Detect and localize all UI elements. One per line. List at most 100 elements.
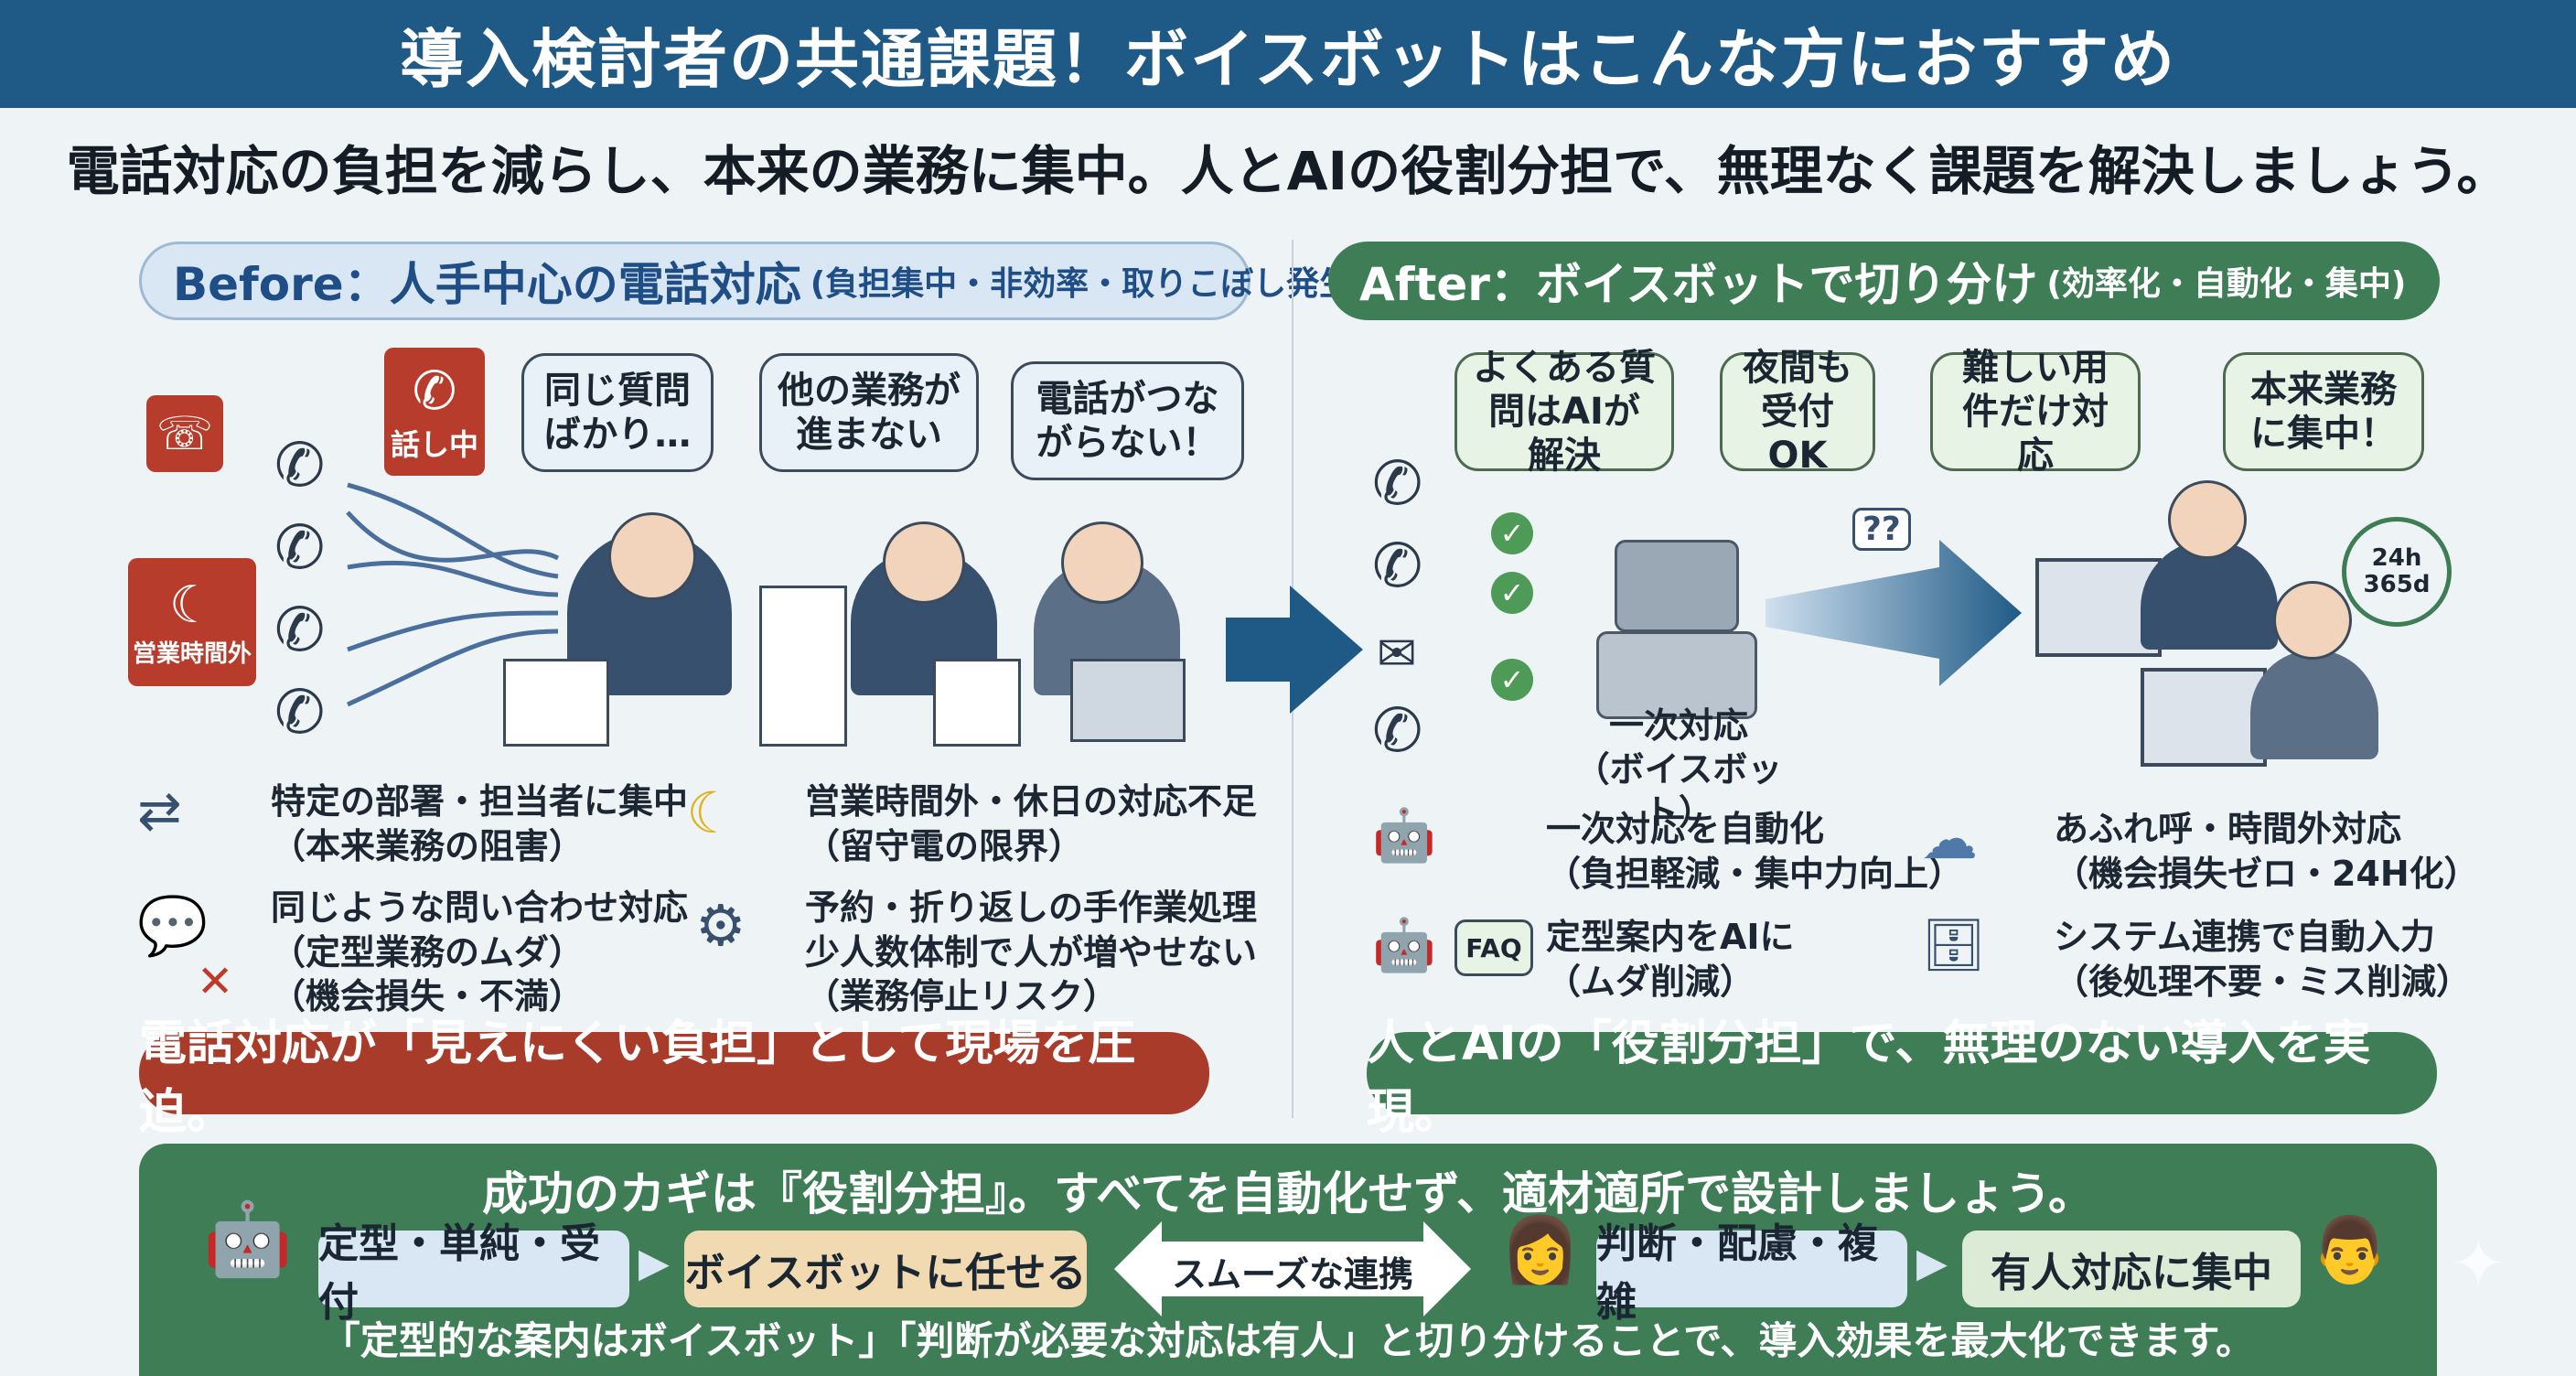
human-focus-chip: 有人対応に集中 [1962, 1231, 2301, 1307]
cloud-icon: ☁ [1921, 805, 1978, 872]
judgement-tasks-chip: 判断・配慮・複雑 [1596, 1220, 1907, 1326]
feature-title: 予約・折り返しの手作業処理 [805, 887, 1258, 928]
person-arrows-icon: ⇄ [137, 779, 182, 842]
check-icon: ✓ [1491, 659, 1533, 701]
call-arrow [347, 482, 559, 579]
chevron-right-icon: ▶ [1916, 1240, 1948, 1286]
before-heading-sub: (負担集中・非効率・取りこぼし発生) [810, 265, 1368, 303]
before-feature: 予約・折り返しの手作業処理 少人数体制で人が増やせない （業務停止リスク） [805, 886, 1257, 1019]
phone-ringing-icon: ✆ [412, 360, 457, 422]
bottom-note: 「定型的な案内はボイスボット」「判断が必要な対応は有人」と切り分けることで、導入… [321, 1318, 2255, 1363]
before-heading: Before：人手中心の電話対応 (負担集中・非効率・取りこぼし発生) [139, 242, 1368, 320]
phone-icon: ✆ [274, 677, 326, 747]
routine-tasks-chip: 定型・単純・受付 [318, 1220, 629, 1326]
feature-sub: （機会損失ゼロ・24H化） [2054, 853, 2479, 894]
title-bar: 導入検討者の共通課題！ボイスボットはこんな方におすすめ [0, 0, 2576, 108]
robot-icon [1615, 540, 1739, 632]
complaint-bubble: 同じ質問ばかり… [521, 353, 714, 472]
before-feature: 特定の部署・担当者に集中 （本来業務の阻害） [271, 779, 688, 868]
faq-robot-icon: 🤖 [1372, 916, 1436, 975]
people-gear-icon: ⚙ [695, 892, 746, 959]
benefit-bubble: よくある質問はAIが解決 [1454, 347, 1674, 477]
call-arrow [347, 560, 559, 597]
benefit-bubble: 夜間も受付OK [1720, 347, 1875, 477]
after-heading: After：ボイスボットで切り分け (効率化・自動化・集中) [1328, 242, 2440, 320]
after-heading-label: After：ボイスボットで切り分け [1359, 258, 2038, 311]
busy-phone-icon: ✆ 話し中 [384, 348, 485, 476]
smooth-link-label: スムーズな連携 [1171, 1254, 1414, 1295]
paper-stack-icon [503, 659, 609, 747]
feature-title: あふれ呼・時間外対応 [2054, 809, 2402, 849]
worker-head [883, 521, 965, 604]
staff-head [2273, 581, 2352, 660]
before-banner: 電話対応が「見えにくい負担」として現場を圧迫。 [139, 1016, 1209, 1140]
call-arrow [346, 629, 559, 707]
busy-badge-label: 話し中 [390, 427, 478, 462]
after-heading-sub: (効率化・自動化・集中) [2046, 265, 2407, 303]
after-banner: 人とAIの「役割分担」で、無理のない導入を実現。 [1367, 1016, 2437, 1140]
feature-sub: （機会損失・不満） [271, 976, 585, 1017]
after-hours-badge: ☾ 営業時間外 [128, 558, 256, 686]
feature-title: システム連携で自動入力 [2054, 917, 2435, 957]
paper-stack-icon [759, 586, 847, 747]
feature-title: 一次対応を自動化 [1546, 809, 1825, 849]
feature-title: 同じような問い合わせ対応 [271, 887, 689, 928]
clock-24h-badge: 24h 365d [2342, 517, 2452, 627]
feature-sub: （ムダ削減） [1546, 961, 1755, 1002]
phone-icon: ✆ [1372, 448, 1423, 519]
benefit-bubble: 難しい用件だけ対応 [1930, 347, 2141, 477]
complaint-bubble: 電話がつながらない！ [1011, 361, 1244, 480]
person-icon: 👩 [1500, 1212, 1581, 1287]
success-key-title: 成功のカギは『役割分担』。すべてを自動化せず、適材適所で設計しましょう。 [482, 1167, 2094, 1220]
chevron-right-icon: ▶ [639, 1240, 670, 1286]
feature-sub: （留守電の限界） [805, 825, 1084, 866]
before-heading-label: Before：人手中心の電話対応 [173, 258, 801, 311]
call-arrow [347, 610, 559, 652]
after-feature: 定型案内をAIに （ムダ削減） [1546, 915, 1795, 1004]
after-feature: システム連携で自動入力 （後処理不要・ミス削減） [2054, 915, 2471, 1004]
phone-icon: ✆ [274, 595, 326, 665]
laptop-icon [1070, 659, 1186, 742]
routing-beam [1766, 540, 2022, 686]
paper-stack-icon [933, 659, 1021, 747]
incoming-calls-arrows [346, 482, 560, 707]
feature-sub: （負担軽減・集中力向上） [1546, 853, 1964, 894]
page-subtitle: 電話対応の負担を減らし、本来の業務に集中。人とAIの役割分担で、無理なく課題を解… [66, 140, 2510, 202]
before-feature: 営業時間外・休日の対応不足 （留守電の限界） [805, 779, 1257, 868]
feature-title: 営業時間外・休日の対応不足 [805, 781, 1258, 822]
feature-title: 少人数体制で人が増やせない [805, 931, 1258, 973]
faq-bubble: FAQ [1454, 919, 1533, 976]
phone-icon: ✆ [274, 512, 326, 583]
chat-icon: 💬 [137, 892, 209, 959]
feature-sub: （業務停止リスク） [805, 976, 1119, 1017]
feature-title: 特定の部署・担当者に集中 [271, 781, 689, 822]
worker-head [1061, 521, 1143, 604]
moon-icon: ☾ [686, 779, 737, 846]
benefit-bubble: 本来業務に集中！ [2223, 352, 2424, 471]
worker-head [608, 512, 696, 600]
feature-sub: （後処理不要・ミス削減） [2054, 961, 2472, 1002]
robot-person-icon: 🤖 [1372, 806, 1436, 865]
voicebot-chip: ボイスボットに任せる [684, 1231, 1087, 1307]
check-icon: ✓ [1491, 572, 1533, 614]
robot-body [1596, 631, 1757, 719]
complaint-bubble: 他の業務が進まない [759, 353, 979, 472]
feature-title: 定型案内をAIに [1546, 917, 1795, 957]
robot-icon: 🤖 [203, 1199, 293, 1281]
robot-label: 一次対応 （ボイスボット） [1574, 705, 1783, 833]
before-feature: 同じような問い合わせ対応 （定型業務のムダ） （機会損失・不満） [271, 886, 688, 1019]
check-icon: ✓ [1491, 512, 1533, 554]
after-hours-label: 営業時間外 [132, 640, 252, 668]
feature-sub: （本来業務の阻害） [271, 825, 585, 866]
cross-icon: ✕ [197, 956, 234, 1007]
after-feature: 一次対応を自動化 （負担軽減・集中力向上） [1546, 807, 1963, 896]
after-feature: あふれ呼・時間外対応 （機会損失ゼロ・24H化） [2054, 807, 2479, 896]
call-arrow [346, 511, 560, 563]
before-after-arrow-icon [1226, 586, 1363, 714]
sparkle-icon: ✦ [2452, 1226, 2506, 1301]
person-icon: 👨 [2310, 1212, 2390, 1287]
mail-icon: ✉ [1377, 627, 1417, 682]
staff-head [2168, 480, 2247, 559]
monitor-icon [2141, 668, 2267, 767]
database-icon: 🗄 [1921, 916, 1987, 975]
